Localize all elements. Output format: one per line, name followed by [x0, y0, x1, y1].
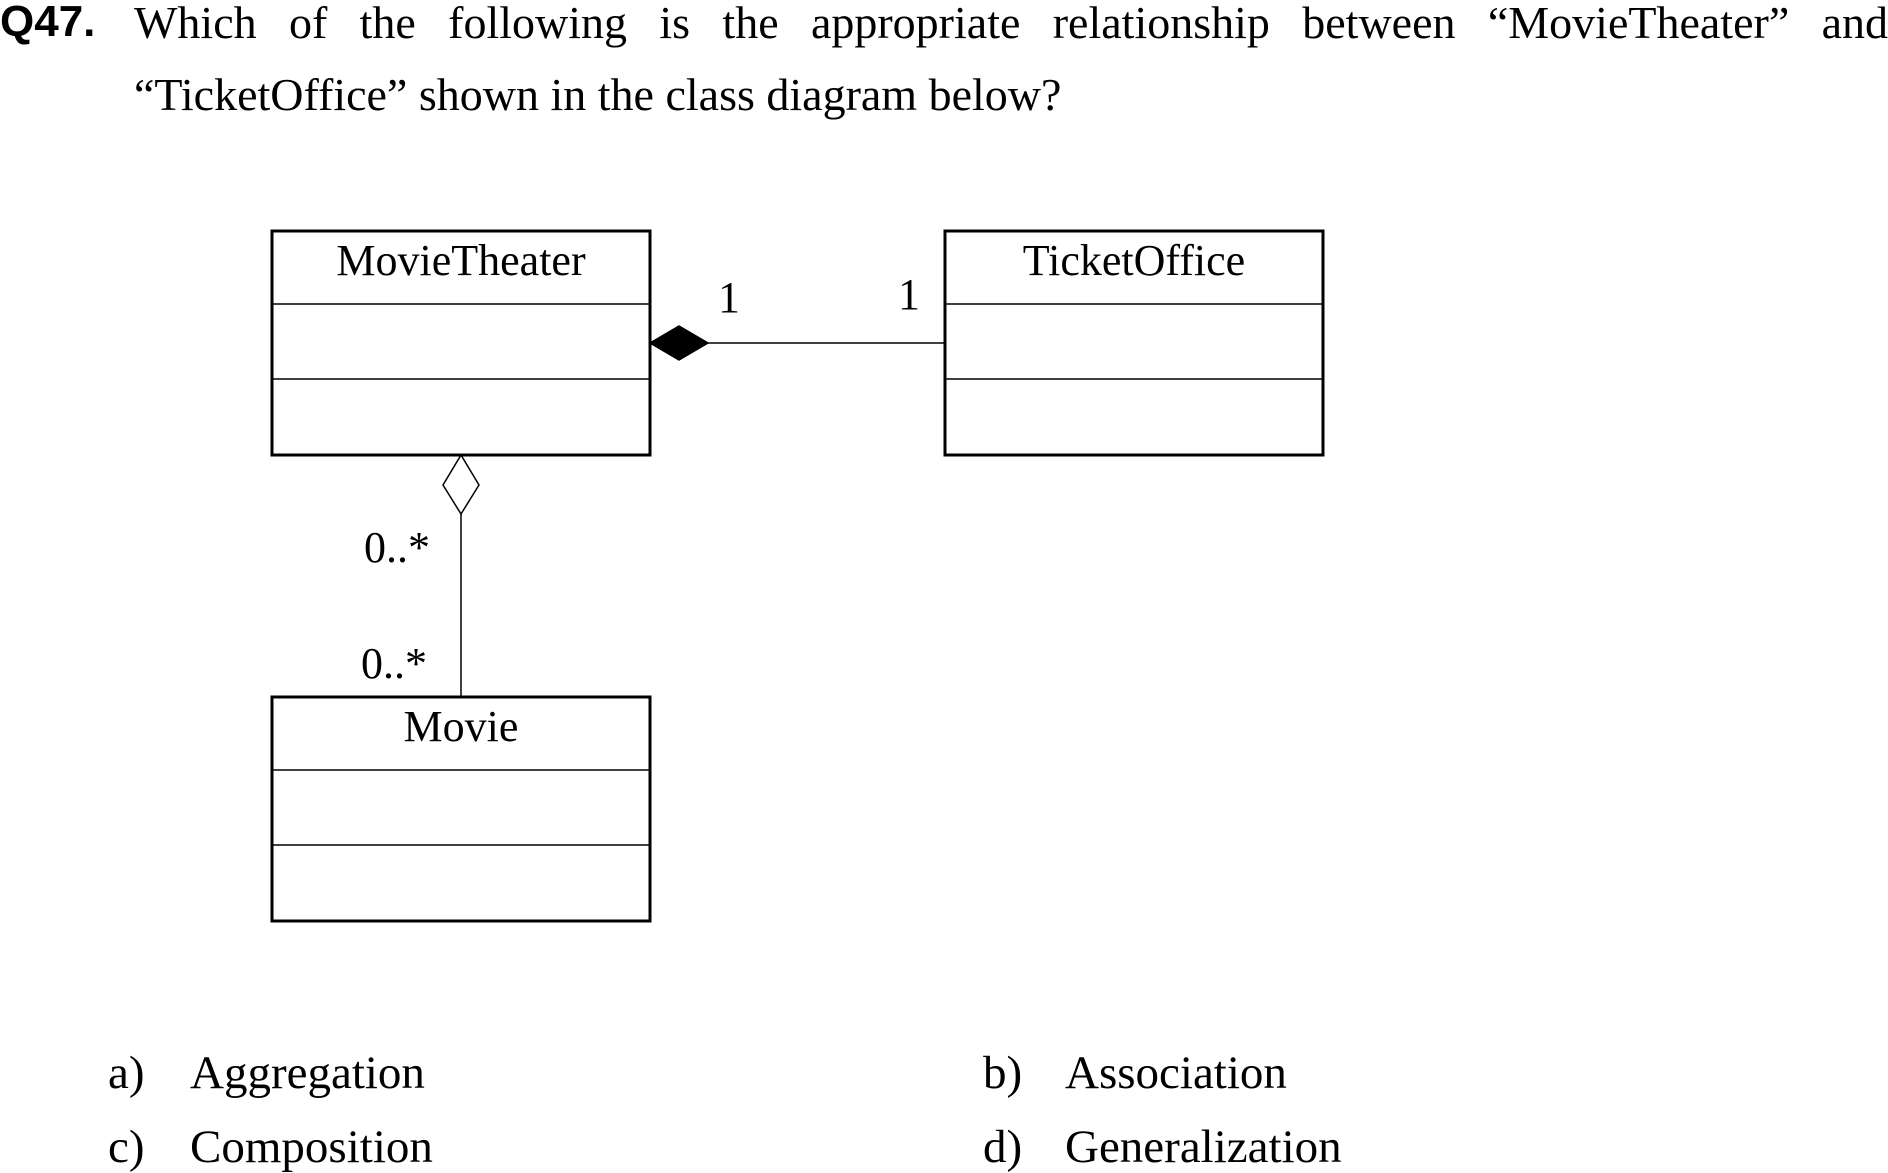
composition-relationship: 1 1	[648, 270, 945, 361]
option-c-text: Composition	[190, 1121, 433, 1173]
option-a[interactable]: a) Aggregation	[108, 1050, 425, 1097]
multiplicity-aggregation-top: 0..*	[364, 523, 430, 572]
option-b-text: Association	[1065, 1047, 1287, 1099]
option-c[interactable]: c) Composition	[108, 1124, 433, 1171]
option-d[interactable]: d) Generalization	[983, 1124, 1342, 1171]
filled-diamond-icon	[648, 325, 710, 361]
class-name-movie: Movie	[404, 702, 519, 751]
multiplicity-aggregation-bottom: 0..*	[361, 639, 427, 688]
question-text-line-2: “TicketOffice” shown in the class diagra…	[134, 69, 1062, 120]
class-box-ticket-office: TicketOffice	[943, 229, 1325, 457]
class-name-movie-theater: MovieTheater	[336, 236, 586, 285]
aggregation-relationship: 0..* 0..*	[361, 453, 480, 697]
multiplicity-ticket-office-side: 1	[898, 270, 920, 319]
multiplicity-movie-theater-side: 1	[718, 273, 740, 322]
option-a-text: Aggregation	[190, 1047, 425, 1099]
option-a-letter: a)	[108, 1047, 145, 1099]
option-c-letter: c)	[108, 1121, 145, 1173]
hollow-diamond-icon	[442, 453, 480, 516]
question-number: Q47.	[0, 0, 96, 46]
option-d-letter: d)	[983, 1121, 1023, 1173]
option-d-text: Generalization	[1065, 1121, 1342, 1173]
class-box-movie: Movie	[270, 695, 652, 923]
class-box-movie-theater: MovieTheater	[270, 229, 652, 457]
question-text-line-1: Which of the following is the appropriat…	[134, 0, 1888, 48]
option-b[interactable]: b) Association	[983, 1050, 1287, 1097]
option-b-letter: b)	[983, 1047, 1023, 1099]
class-name-ticket-office: TicketOffice	[1023, 236, 1245, 285]
